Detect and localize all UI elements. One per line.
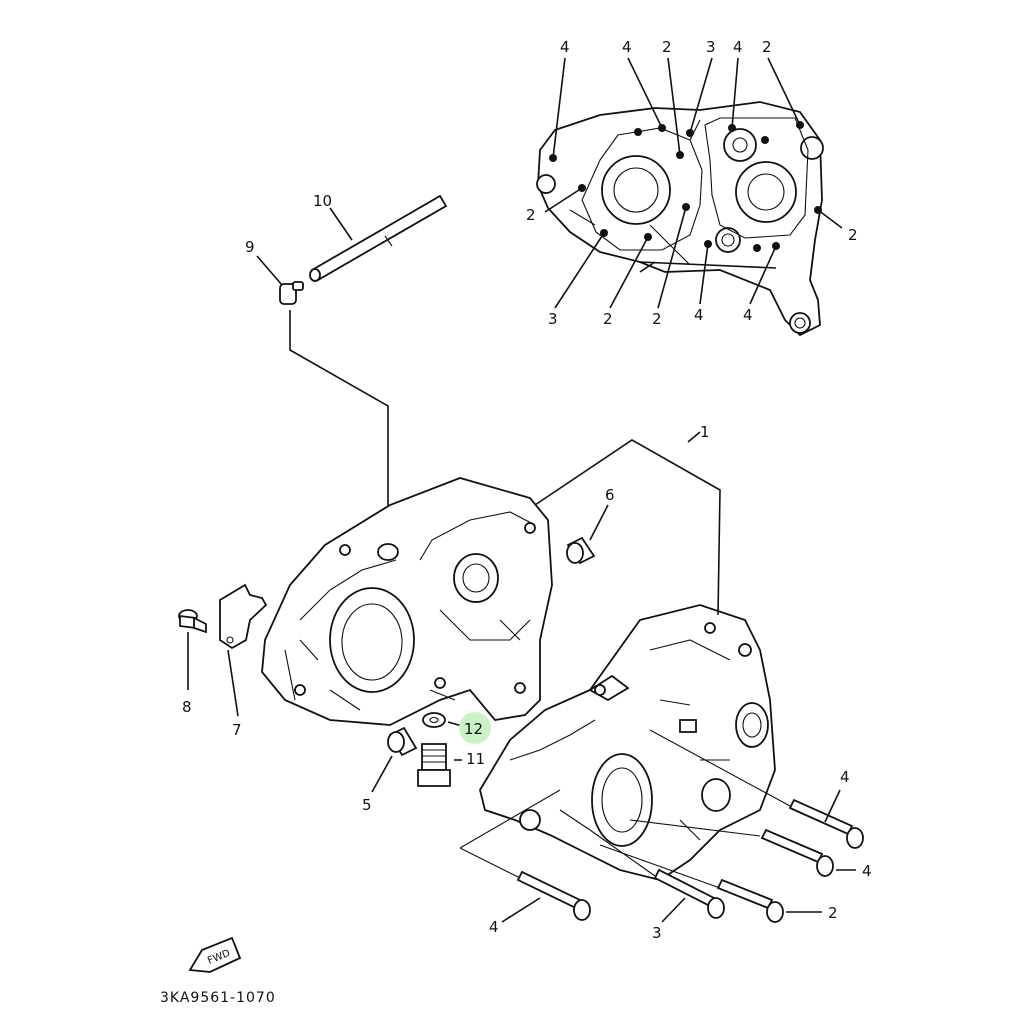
callout-top-4c: 4 <box>733 38 743 56</box>
callout-top-2b: 2 <box>762 38 772 56</box>
callout-r-4a: 4 <box>840 768 850 786</box>
inner-leader-lines <box>544 57 843 309</box>
callout-5: 5 <box>362 796 372 814</box>
callout-1: 1 <box>700 423 710 441</box>
callout-11: 11 <box>466 750 485 768</box>
bolt-right-2 <box>716 878 784 923</box>
callout-r-4b: 4 <box>862 862 872 880</box>
diagram-code: 3KA9561-1070 <box>160 990 276 1006</box>
callout-top-3b: 3 <box>548 310 558 328</box>
bolt-right-3 <box>653 868 725 919</box>
callout-8: 8 <box>182 698 192 716</box>
callout-top-2a: 2 <box>662 38 672 56</box>
callout-top-3a: 3 <box>706 38 716 56</box>
leader-9 <box>256 255 283 286</box>
callout-top-2e: 2 <box>603 310 613 328</box>
leader-r-3 <box>661 897 686 923</box>
callout-10: 10 <box>313 192 332 210</box>
callout-top-4a: 4 <box>560 38 570 56</box>
callout-12: 12 <box>464 720 483 738</box>
callout-top-2d: 2 <box>848 226 858 244</box>
callout-top-4d: 4 <box>694 306 704 324</box>
leader-5 <box>371 755 393 793</box>
callout-top-4b: 4 <box>622 38 632 56</box>
right-crankcase-half <box>479 604 776 881</box>
leader-r-4a <box>824 789 841 823</box>
callout-r-3: 3 <box>652 924 662 942</box>
leader-1 <box>534 431 721 616</box>
dowel-part-6 <box>566 536 596 565</box>
fitting-part-9 <box>279 281 304 305</box>
callout-top-4e: 4 <box>743 306 753 324</box>
callout-6: 6 <box>605 486 615 504</box>
bolt-part-8 <box>178 609 207 634</box>
callout-r-2: 2 <box>828 904 838 922</box>
bolt-right-4b <box>760 828 834 877</box>
callout-9: 9 <box>245 238 255 256</box>
bolt-alignment-lines <box>459 729 791 889</box>
highlight-marker-12 <box>459 712 491 744</box>
leader-7 <box>227 649 239 717</box>
callout-top-2f: 2 <box>652 310 662 328</box>
leader-10 <box>329 207 353 241</box>
forward-arrow-icon: FWD <box>188 936 242 973</box>
callout-r-4c: 4 <box>489 918 499 936</box>
leader-6 <box>589 504 609 541</box>
callout-top-2c: 2 <box>526 206 536 224</box>
crankcase-inner-view: 4 4 2 3 4 2 2 2 3 2 2 4 4 <box>526 38 858 337</box>
drain-plug-part-11 <box>417 743 451 787</box>
plate-part-7 <box>219 583 268 650</box>
bolt-holes <box>549 121 822 252</box>
callout-7: 7 <box>232 721 242 739</box>
bolt-right-4a <box>788 798 864 849</box>
shaft-part-10 <box>309 194 448 282</box>
left-crankcase-half <box>261 477 553 726</box>
leader-9-to-case <box>289 310 389 550</box>
dowel-part-5 <box>387 726 418 757</box>
washer-part-12 <box>422 712 446 728</box>
leader-r-4c <box>501 897 541 923</box>
bolt-left-4c <box>516 870 591 921</box>
